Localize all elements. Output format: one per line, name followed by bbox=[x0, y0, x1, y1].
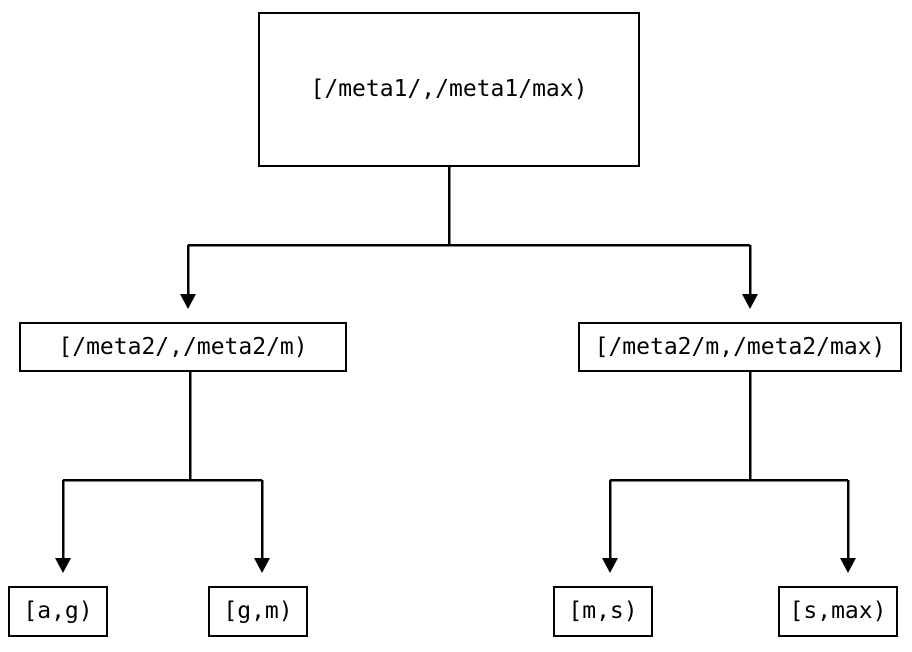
node-leaf-2-label: [g,m) bbox=[223, 598, 293, 624]
node-mid-left-label: [/meta2/,/meta2/m) bbox=[58, 333, 308, 360]
node-root[interactable]: [/meta1/,/meta1/max) bbox=[258, 12, 640, 167]
arrowhead-to-leaf-3 bbox=[602, 558, 618, 573]
arrowhead-to-mid-left bbox=[180, 294, 196, 309]
node-leaf-2[interactable]: [g,m) bbox=[208, 586, 308, 637]
node-mid-right[interactable]: [/meta2/m,/meta2/max) bbox=[578, 322, 902, 372]
arrowhead-to-leaf-4 bbox=[840, 558, 856, 573]
arrowhead-to-mid-right bbox=[742, 294, 758, 309]
node-leaf-1[interactable]: [a,g) bbox=[8, 586, 108, 637]
node-mid-left[interactable]: [/meta2/,/meta2/m) bbox=[19, 322, 347, 372]
node-mid-right-label: [/meta2/m,/meta2/max) bbox=[594, 333, 886, 360]
node-leaf-3-label: [m,s) bbox=[568, 598, 638, 624]
node-leaf-3[interactable]: [m,s) bbox=[553, 586, 653, 637]
node-root-label: [/meta1/,/meta1/max) bbox=[310, 76, 588, 102]
node-leaf-4[interactable]: [s,max) bbox=[778, 586, 898, 637]
node-leaf-4-label: [s,max) bbox=[789, 598, 887, 624]
arrowhead-to-leaf-1 bbox=[55, 558, 71, 573]
arrowhead-to-leaf-2 bbox=[254, 558, 270, 573]
node-leaf-1-label: [a,g) bbox=[23, 598, 93, 624]
